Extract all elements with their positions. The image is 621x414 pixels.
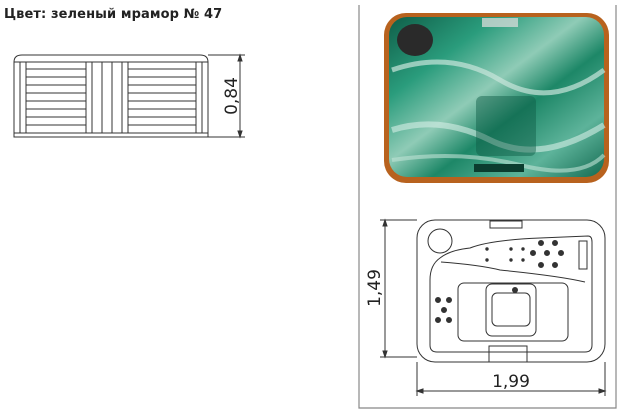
jet-icon	[544, 250, 550, 256]
jet-icon	[521, 247, 525, 251]
jet-icon	[509, 258, 513, 262]
side-view	[13, 53, 245, 139]
height-dimension-label: 0,84	[222, 77, 242, 115]
jet-icon	[485, 258, 489, 262]
frame	[358, 5, 617, 409]
jet-icon	[435, 297, 441, 303]
jet-icon	[552, 240, 558, 246]
jet-icon	[485, 247, 489, 251]
jet-icon	[441, 307, 447, 313]
depth-dimension-label: 1,49	[365, 269, 385, 307]
jet-icon	[446, 317, 452, 323]
jet-icon	[435, 317, 441, 323]
jet-icon	[512, 287, 518, 293]
top-view	[380, 218, 607, 396]
jet-icon	[552, 262, 558, 268]
spa-photo	[384, 13, 609, 183]
jet-icon	[558, 250, 564, 256]
jet-icon	[509, 247, 513, 251]
jet-icon	[538, 240, 544, 246]
jet-icon	[521, 258, 525, 262]
width-dimension-label: 1,99	[492, 372, 530, 392]
jet-icon	[446, 297, 452, 303]
jet-icon	[538, 262, 544, 268]
color-title: Цвет: зеленый мрамор № 47	[4, 7, 223, 22]
jet-icon	[530, 250, 536, 256]
